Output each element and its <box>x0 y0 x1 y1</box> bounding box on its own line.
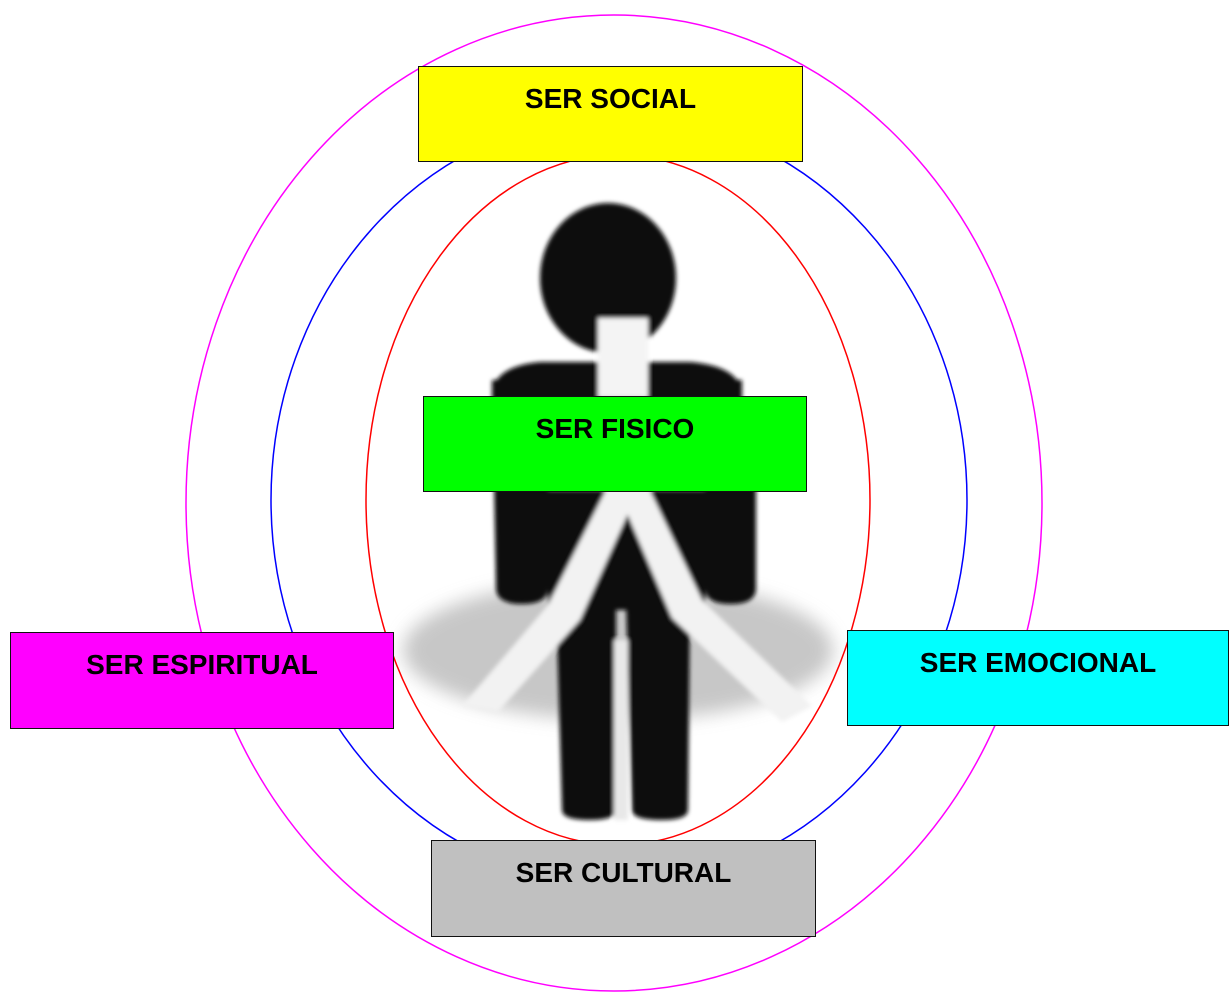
ser-espiritual-box: SER ESPIRITUAL <box>10 632 394 729</box>
ser-cultural-label: SER CULTURAL <box>515 857 732 888</box>
ser-espiritual-label: SER ESPIRITUAL <box>86 649 318 680</box>
ser-emocional-label: SER EMOCIONAL <box>919 647 1157 678</box>
ser-social-box: SER SOCIAL <box>418 66 803 162</box>
ser-fisico-box: SER FISICO <box>423 396 807 492</box>
person-with-ribbon-icon <box>403 203 833 820</box>
ser-emocional-box: SER EMOCIONAL <box>847 630 1229 726</box>
ser-fisico-label: SER FISICO <box>535 413 695 444</box>
ser-cultural-box: SER CULTURAL <box>431 840 816 937</box>
outer-ring <box>185 14 1043 992</box>
ser-social-label: SER SOCIAL <box>524 83 697 114</box>
